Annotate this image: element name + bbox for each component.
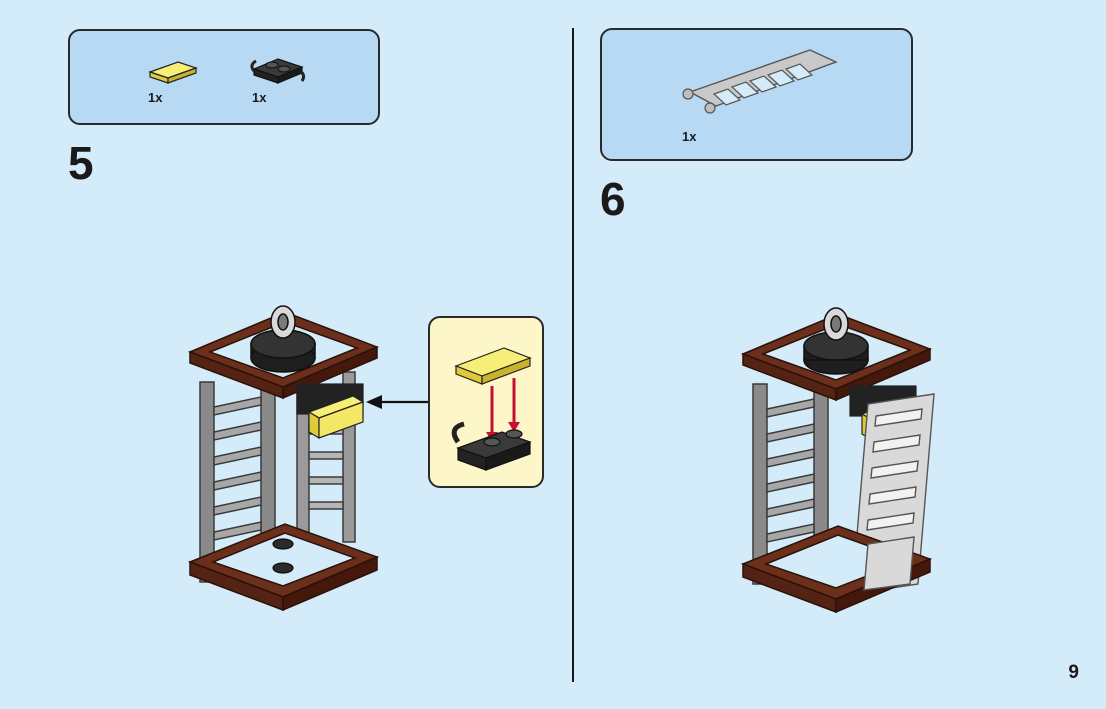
step-5-tower-model: [185, 292, 385, 627]
step-divider: [572, 28, 574, 682]
callout-arrow: [366, 392, 430, 412]
black-clip-plate-part-icon: [250, 53, 306, 87]
step-5-callout: [428, 316, 544, 488]
ladder-qty: 1x: [682, 129, 696, 144]
black-clip-plate-qty: 1x: [252, 90, 266, 105]
callout-assembly-icon: [444, 336, 534, 476]
yellow-tile-qty: 1x: [148, 90, 162, 105]
step-6-tower-model: [738, 294, 938, 629]
page-number: 9: [1068, 662, 1079, 684]
step-6-parts-box: 1x: [600, 28, 913, 161]
step-6-number: 6: [600, 176, 626, 222]
yellow-tile-part-icon: [148, 58, 198, 88]
ladder-part-icon: [680, 42, 840, 122]
step-5-number: 5: [68, 140, 94, 186]
step-5-parts-box: 1x 1x: [68, 29, 380, 125]
